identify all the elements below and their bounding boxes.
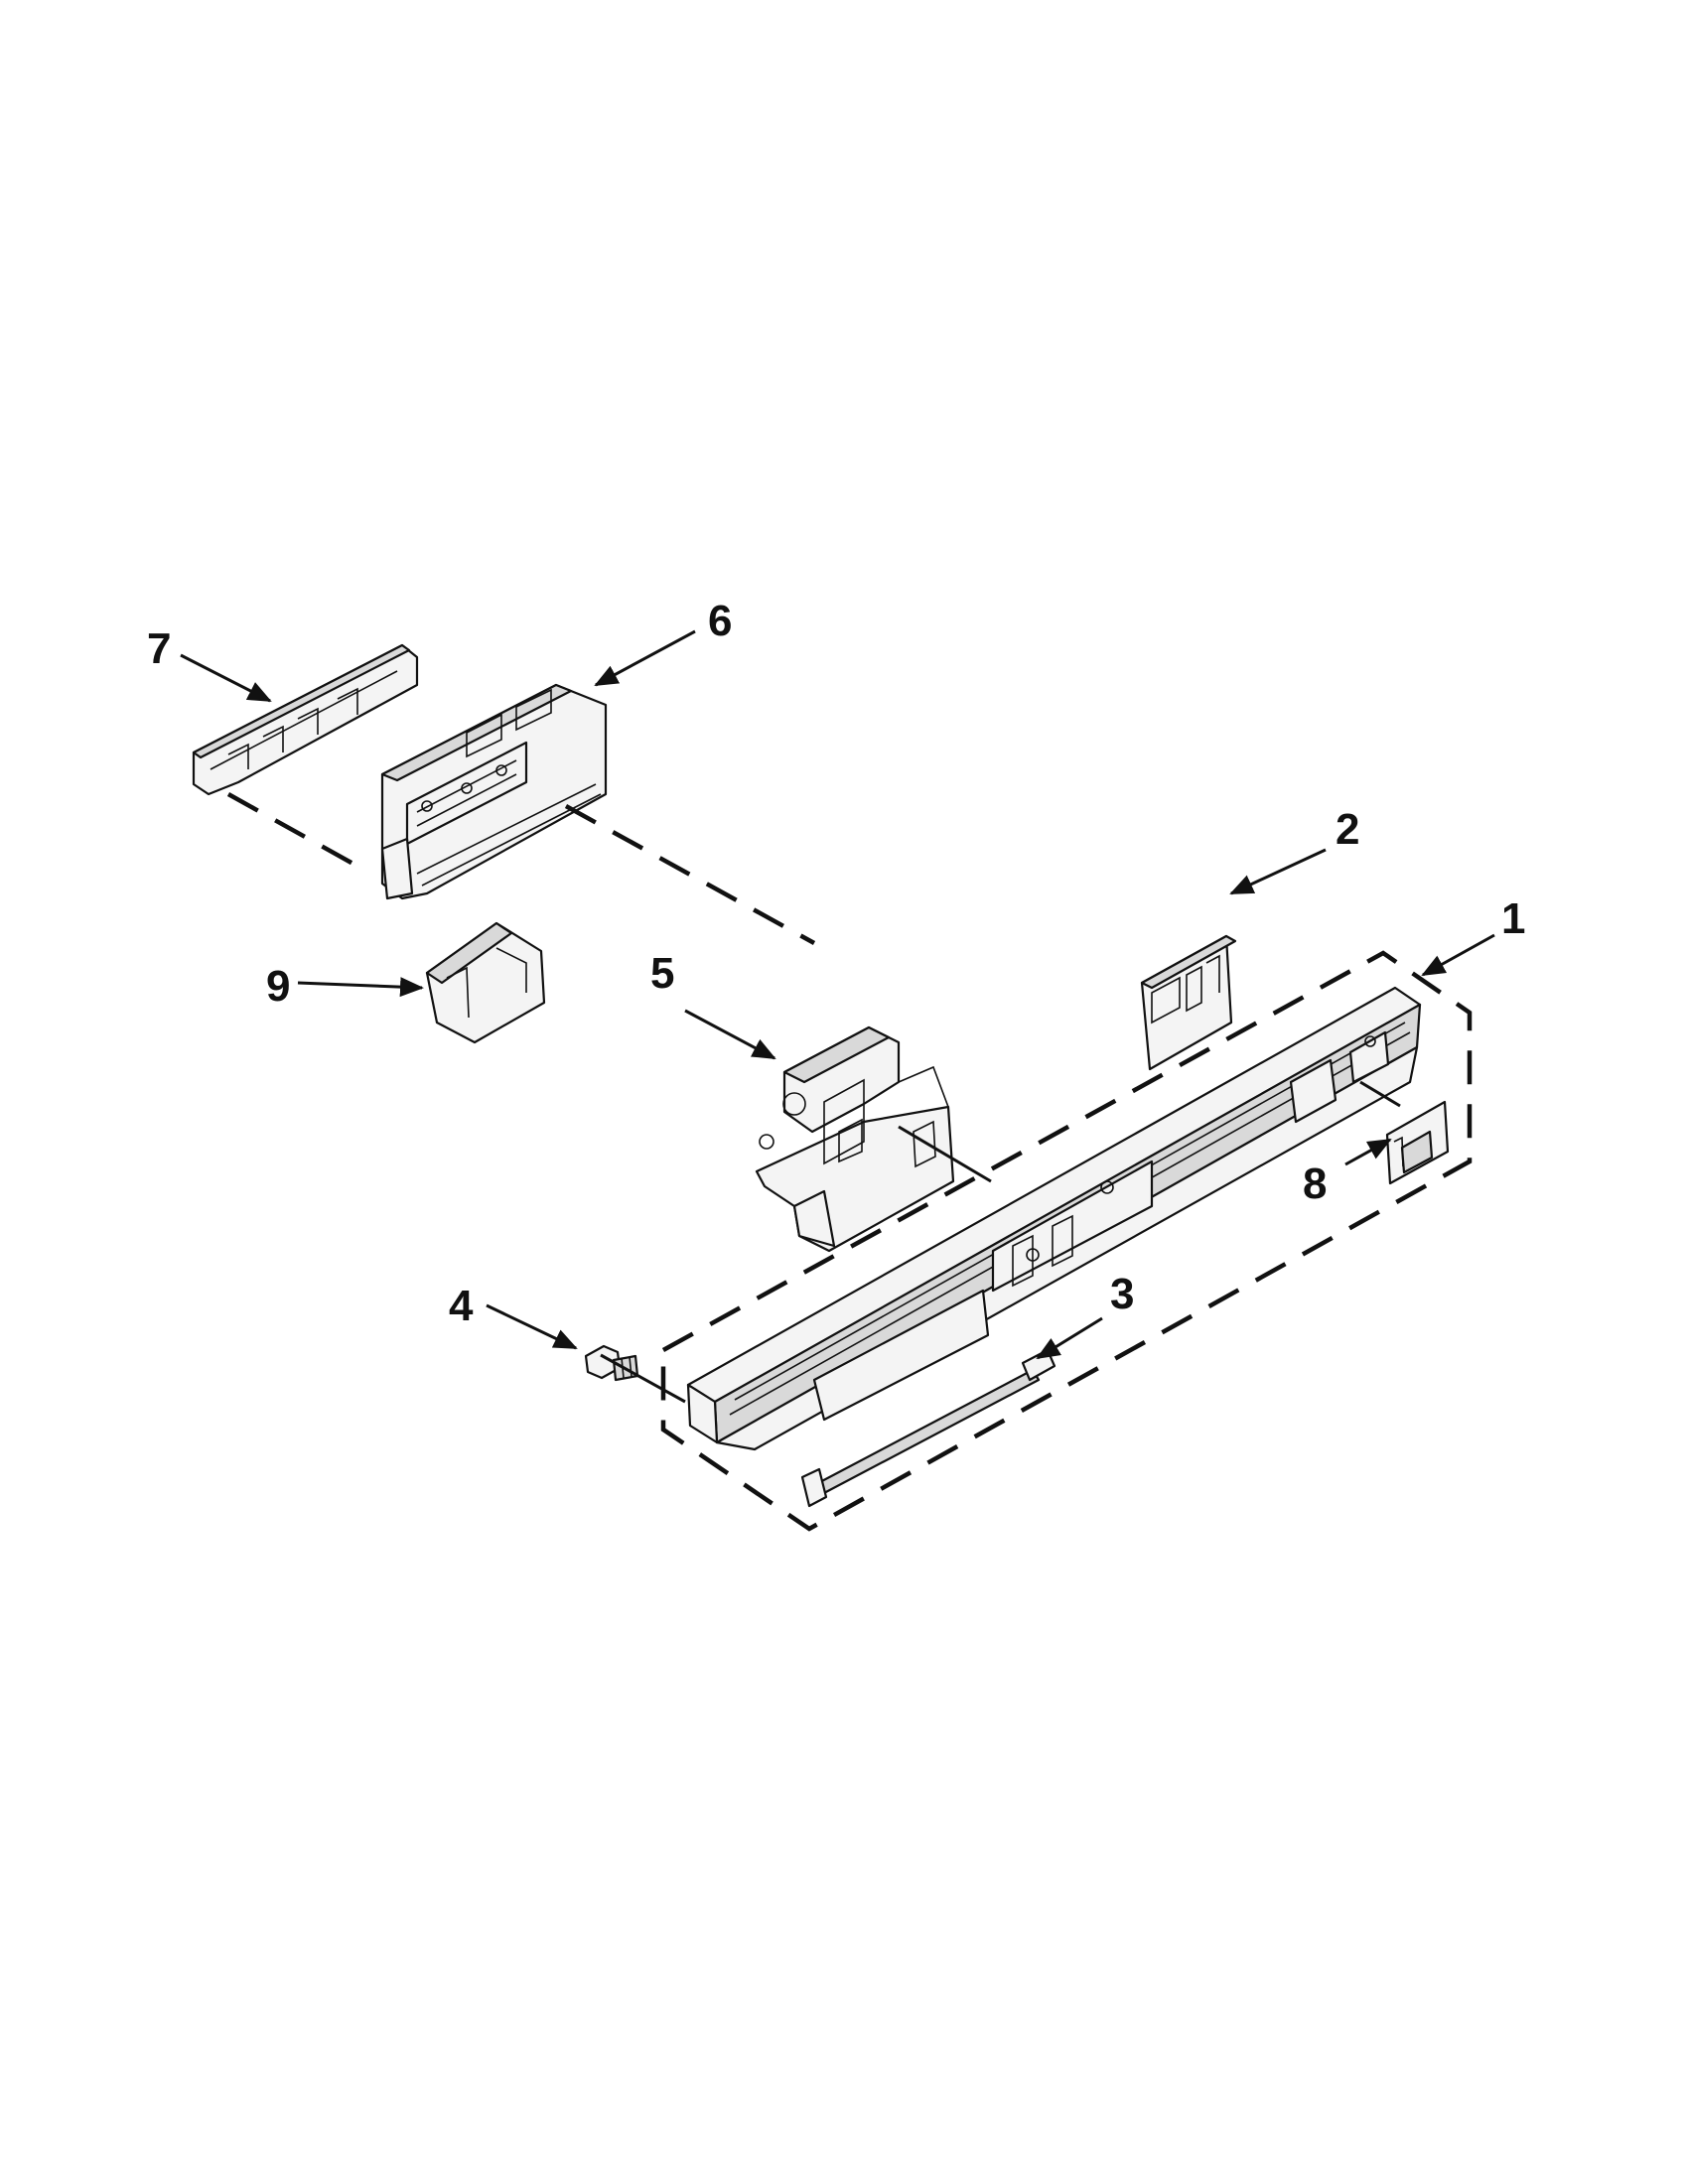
callout-arrow-4 (486, 1303, 578, 1350)
callout-label-6: 6 (708, 597, 732, 645)
assembly-leader-7-to-6 (226, 792, 369, 874)
callout-label-9: 9 (266, 962, 290, 1011)
callout-arrow-6 (594, 629, 696, 687)
part-6-control-housing[interactable] (380, 683, 608, 900)
callout-label-5: 5 (650, 949, 674, 998)
callout-label-7: 7 (147, 624, 171, 673)
callout-arrow-7 (180, 653, 272, 703)
part-9-clip[interactable] (425, 921, 546, 1044)
assembly-leader-1-side (600, 1353, 686, 1404)
callout-label-4: 4 (449, 1282, 474, 1330)
assembly-boundary-dashed (660, 950, 1473, 1532)
part-4-screw[interactable] (584, 1344, 639, 1382)
callout-arrow-3 (1036, 1316, 1103, 1360)
assembly-leader-8 (1359, 1080, 1401, 1108)
part-8-switch[interactable] (1385, 1100, 1450, 1185)
part-1-rail-assembly[interactable] (686, 986, 1422, 1451)
callout-label-8: 8 (1303, 1160, 1327, 1208)
assembly-leader-5-to-1 (898, 1125, 992, 1183)
callout-arrow-9 (297, 977, 424, 998)
callout-arrow-2 (1229, 848, 1327, 895)
part-7-upper-bracket[interactable] (192, 643, 419, 796)
part-3-rod-connector[interactable] (800, 1348, 1056, 1508)
callout-label-2: 2 (1336, 805, 1359, 854)
assembly-leader-6-to-5 (564, 804, 816, 945)
part-2-bracket-plate[interactable] (1140, 934, 1237, 1071)
part-5-latch-housing[interactable] (755, 1025, 955, 1253)
callout-label-3: 3 (1110, 1270, 1134, 1318)
callout-arrow-8 (1344, 1138, 1392, 1166)
callout-arrow-5 (684, 1009, 776, 1060)
callout-label-1: 1 (1501, 894, 1525, 943)
callout-arrow-1 (1421, 933, 1495, 977)
